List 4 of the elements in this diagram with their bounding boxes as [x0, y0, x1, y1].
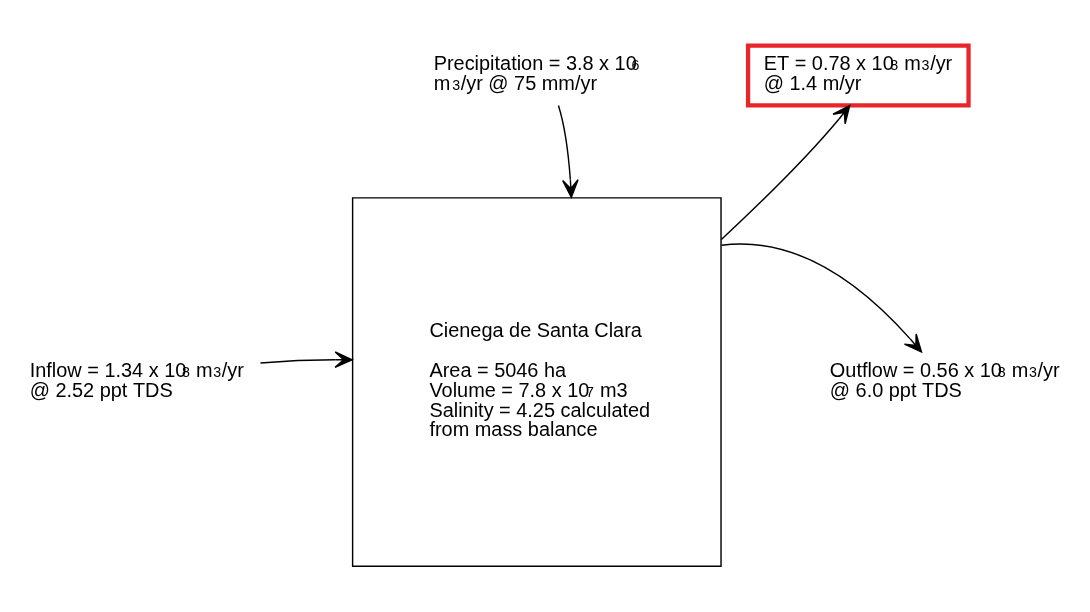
arrow	[259, 351, 353, 369]
arrow	[557, 104, 579, 198]
arrow	[720, 243, 923, 353]
arrow	[720, 104, 851, 241]
